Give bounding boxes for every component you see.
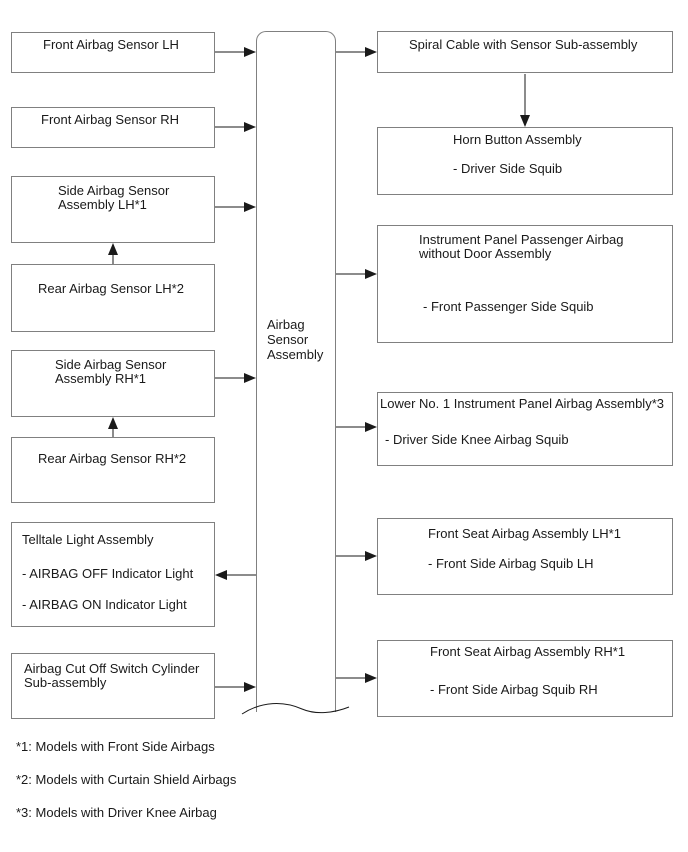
box-side-airbag-sensor-assembly-lh: Side Airbag Sensor Assembly LH*1: [11, 176, 215, 243]
box-subitem: - Front Side Airbag Squib LH: [428, 556, 594, 571]
box-rear-airbag-sensor-lh: Rear Airbag Sensor LH*2: [11, 264, 215, 332]
box-subitem: - Front Passenger Side Squib: [423, 299, 594, 314]
break-wave: [241, 703, 350, 715]
box-front-airbag-sensor-rh: Front Airbag Sensor RH: [11, 107, 215, 148]
box-title: Lower No. 1 Instrument Panel Airbag Asse…: [380, 396, 664, 411]
footnote-3: *3: Models with Driver Knee Airbag: [16, 805, 217, 820]
box-title: Instrument Panel Passenger Airbag withou…: [419, 232, 624, 261]
box-title: Side Airbag Sensor Assembly LH*1: [58, 183, 170, 212]
box-front-seat-airbag-assembly-rh: Front Seat Airbag Assembly RH*1 - Front …: [377, 640, 673, 717]
box-airbag-cut-off-switch-cylinder: Airbag Cut Off Switch Cylinder Sub-assem…: [11, 653, 215, 719]
box-front-airbag-sensor-lh: Front Airbag Sensor LH: [11, 32, 215, 73]
box-horn-button-assembly: Horn Button Assembly - Driver Side Squib: [377, 127, 673, 195]
box-side-airbag-sensor-assembly-rh: Side Airbag Sensor Assembly RH*1: [11, 350, 215, 417]
box-subitem: - AIRBAG OFF Indicator Light: [22, 566, 194, 581]
box-airbag-sensor-assembly: Airbag Sensor Assembly: [256, 31, 336, 712]
box-front-seat-airbag-assembly-lh: Front Seat Airbag Assembly LH*1 - Front …: [377, 518, 673, 595]
box-telltale-light-assembly: Telltale Light Assembly - AIRBAG OFF Ind…: [11, 522, 215, 627]
footnote-1: *1: Models with Front Side Airbags: [16, 739, 215, 754]
box-title: Rear Airbag Sensor RH*2: [38, 451, 187, 466]
box-title: Telltale Light Assembly: [22, 532, 154, 547]
box-title: Spiral Cable with Sensor Sub-assembly: [409, 37, 638, 52]
box-lower-no1-instrument-panel-airbag: Lower No. 1 Instrument Panel Airbag Asse…: [377, 392, 673, 466]
box-title: Front Seat Airbag Assembly RH*1: [430, 644, 626, 659]
box-title: Front Airbag Sensor LH: [43, 37, 179, 52]
box-rear-airbag-sensor-rh: Rear Airbag Sensor RH*2: [11, 437, 215, 503]
box-subitem: - Driver Side Squib: [453, 161, 563, 176]
footnote-2: *2: Models with Curtain Shield Airbags: [16, 772, 237, 787]
box-title: Airbag Sensor Assembly: [267, 317, 324, 362]
box-spiral-cable-with-sensor-sub-assembly: Spiral Cable with Sensor Sub-assembly: [377, 31, 673, 73]
box-title: Front Seat Airbag Assembly LH*1: [428, 526, 621, 541]
box-subitem: - Driver Side Knee Airbag Squib: [385, 432, 569, 447]
box-title: Rear Airbag Sensor LH*2: [38, 281, 184, 296]
box-subitem: - Front Side Airbag Squib RH: [430, 682, 598, 697]
box-title: Front Airbag Sensor RH: [41, 112, 180, 127]
box-title: Airbag Cut Off Switch Cylinder Sub-assem…: [24, 661, 200, 690]
box-subitem: - AIRBAG ON Indicator Light: [22, 597, 187, 612]
box-instrument-panel-passenger-airbag: Instrument Panel Passenger Airbag withou…: [377, 225, 673, 343]
box-title: Side Airbag Sensor Assembly RH*1: [55, 357, 167, 386]
box-title: Horn Button Assembly: [453, 132, 582, 147]
